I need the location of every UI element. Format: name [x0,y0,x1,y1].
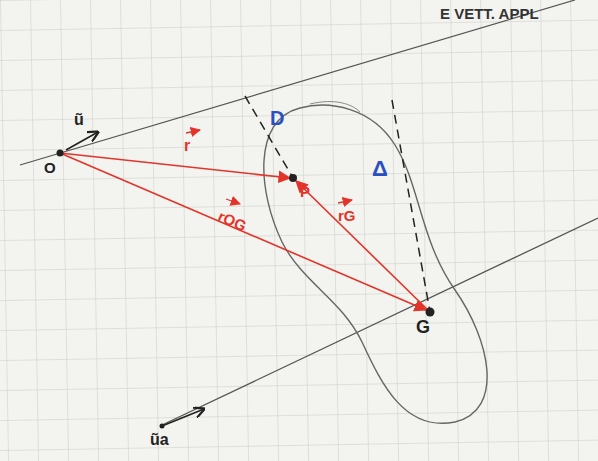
vector-accent [338,200,352,203]
vector-accent [186,130,200,133]
vector-accent [226,199,240,204]
unit-vector [162,409,204,426]
position-vector [60,153,290,178]
axis-line [20,0,575,165]
region-name: D [270,108,284,128]
point-name: O [44,160,56,175]
point-name: P [300,184,310,199]
unit-vector-name: ũ [74,112,84,128]
point-name: G [416,318,430,336]
point-O [57,150,64,157]
unit-vector-name: ũa [150,432,169,448]
point-P [289,174,297,182]
axis-line [160,218,598,426]
point-G [426,308,435,317]
rigid-body-outline [264,105,487,423]
position-vector [60,153,426,310]
region-name: Δ [372,158,388,180]
header-note: E VETT. APPL [440,6,539,21]
vector-name: rG [338,208,356,223]
dashed-line [245,96,293,178]
relative-vector [296,181,430,312]
vector-name: r [184,138,190,154]
outline-stroke [310,102,360,112]
unit-vector [66,132,98,150]
